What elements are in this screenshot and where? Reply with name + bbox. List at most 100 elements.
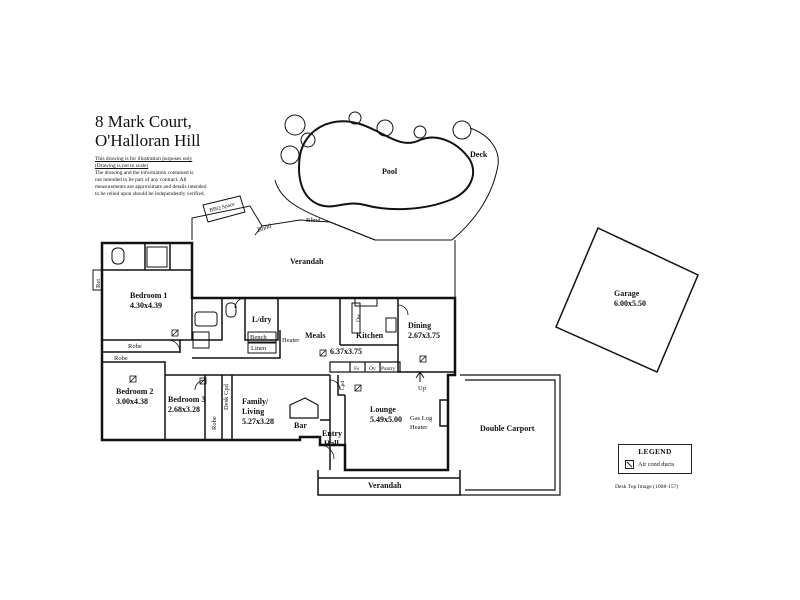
heater-meals-label: Heater: [282, 337, 300, 344]
shrub: [284, 114, 306, 136]
pool-surround: [274, 179, 452, 241]
robe2-label: Robe: [114, 355, 128, 362]
cooktop: [385, 317, 397, 333]
title-block: 8 Mark Court, O'Halloran Hill This drawi…: [95, 112, 235, 198]
lounge-size: 5.49x5.00: [370, 415, 402, 424]
air-duct-icon: [625, 460, 634, 469]
duct-icon: [354, 384, 362, 392]
legend: LEGEND Air cond ducts: [618, 444, 692, 474]
bedroom3-size: 2.68x3.28: [168, 405, 200, 414]
bench-label: Bench: [250, 334, 267, 341]
lounge-walls: [320, 375, 346, 470]
desk-cpd-label: Desk Cpd: [223, 383, 230, 410]
fs-label: Fs: [354, 366, 359, 372]
up-label: Up: [418, 385, 426, 392]
lounge-name: Lounge: [370, 405, 396, 414]
bedroom3-name: Bedroom 3: [168, 395, 205, 404]
legend-item: Air cond ducts: [625, 460, 674, 469]
fireplace: [439, 399, 449, 427]
dining-name: Dining: [408, 321, 431, 330]
shower-1: [146, 246, 168, 268]
bedroom1-size: 4.30x4.39: [130, 301, 162, 310]
disclaimer-line-4: to be relied upon should be independentl…: [95, 191, 205, 197]
heater-lounge-label: Heater: [410, 424, 428, 431]
bedroom1-name: Bedroom 1: [130, 291, 167, 300]
stairs-up: [415, 371, 425, 382]
garage-name: Garage: [614, 289, 640, 298]
linen-label: Linen: [251, 345, 267, 352]
front-verandah-outline: [317, 470, 461, 496]
family-name2: Living: [242, 407, 264, 416]
disclaimer-line-3: measurements are approximate and details…: [95, 184, 207, 190]
pool-label: Pool: [382, 167, 398, 176]
deck-label: Deck: [470, 150, 488, 159]
shrub: [300, 132, 316, 148]
verandah-rear-outline: [191, 205, 331, 240]
entry-name: Entry: [322, 429, 342, 438]
deck-outline: [451, 127, 499, 241]
dw-label: Dw: [356, 314, 362, 322]
family-size: 5.27x3.28: [242, 417, 274, 426]
family-name: Family/: [242, 397, 269, 406]
duct-icon: [171, 329, 179, 337]
verandah-rear-label: Verandah: [290, 257, 324, 266]
bench-box: [247, 331, 277, 343]
blind-right-label: Blind: [306, 217, 321, 224]
pantry-label: Pantry: [381, 366, 396, 372]
shrub: [452, 120, 472, 140]
disclaimer-line-2: not intended to be part of any contract.…: [95, 177, 187, 183]
cpd-label: Cpd: [340, 381, 346, 390]
shower-2: [192, 331, 210, 349]
kitchen-bench: [351, 302, 361, 334]
sink: [354, 297, 378, 307]
duct-icon: [319, 349, 327, 357]
verandah-top-edge: [329, 221, 376, 241]
robe1-label: Robe: [128, 343, 142, 350]
carport-outline: [460, 374, 561, 496]
verandah-front-label: Verandah: [368, 481, 402, 490]
address-line1: 8 Mark Court,: [95, 112, 192, 131]
ret-label: Ret: [95, 279, 102, 288]
garage-size: 6.00x5.50: [614, 299, 646, 308]
legend-item-label: Air cond ducts: [638, 461, 675, 468]
shrub: [348, 111, 362, 125]
carport-label: Double Carport: [480, 424, 535, 433]
address-line2: O'Halloran Hill: [95, 131, 201, 150]
bar-counter: [289, 397, 319, 419]
duct-icon: [199, 377, 207, 385]
duct-icon: [129, 375, 137, 383]
linen-box: [247, 342, 277, 354]
bedroom2-name: Bedroom 2: [116, 387, 153, 396]
blind-left-label: Blind: [256, 223, 273, 234]
ov-label: Ov: [369, 366, 376, 372]
disclaimer-underlined-1: This drawing is for illustration purpose…: [95, 156, 193, 162]
robe3-label: Robe: [211, 416, 218, 430]
entry-name2: Hall: [324, 439, 339, 448]
gas-log-label: Gas Log: [410, 415, 433, 422]
ensuite-walls: [102, 243, 192, 271]
bar-label: Bar: [294, 421, 307, 430]
kitchen-label: Kitchen: [356, 331, 384, 340]
duct-icon: [419, 355, 427, 363]
toilet-1: [111, 247, 125, 265]
shrub: [413, 125, 427, 139]
garage-outline: [555, 226, 699, 373]
bbq-space-outline: [202, 195, 246, 223]
disclaimer-line-1: The drawing and the information containe…: [95, 170, 194, 176]
pantry-row: [329, 361, 401, 373]
shrub: [376, 119, 394, 137]
central-walls: [180, 298, 281, 359]
bedroom2-size: 3.00x4.38: [116, 397, 148, 406]
image-reference: Desk Top Image (1008-157): [615, 484, 679, 490]
door-arc: [167, 297, 409, 460]
ret-box: [92, 269, 103, 291]
legend-title: LEGEND: [638, 447, 672, 456]
pool-outline: [298, 120, 475, 211]
meals-size: 6.37x3.75: [330, 347, 362, 356]
toilet-2: [225, 302, 237, 318]
disclaimer: This drawing is for illustration purpose…: [95, 156, 235, 198]
dining-size: 2.67x3.75: [408, 331, 440, 340]
disclaimer-underlined-2: (Drawing is not to scale): [95, 163, 149, 169]
ldry-label: L/dry: [252, 315, 272, 324]
